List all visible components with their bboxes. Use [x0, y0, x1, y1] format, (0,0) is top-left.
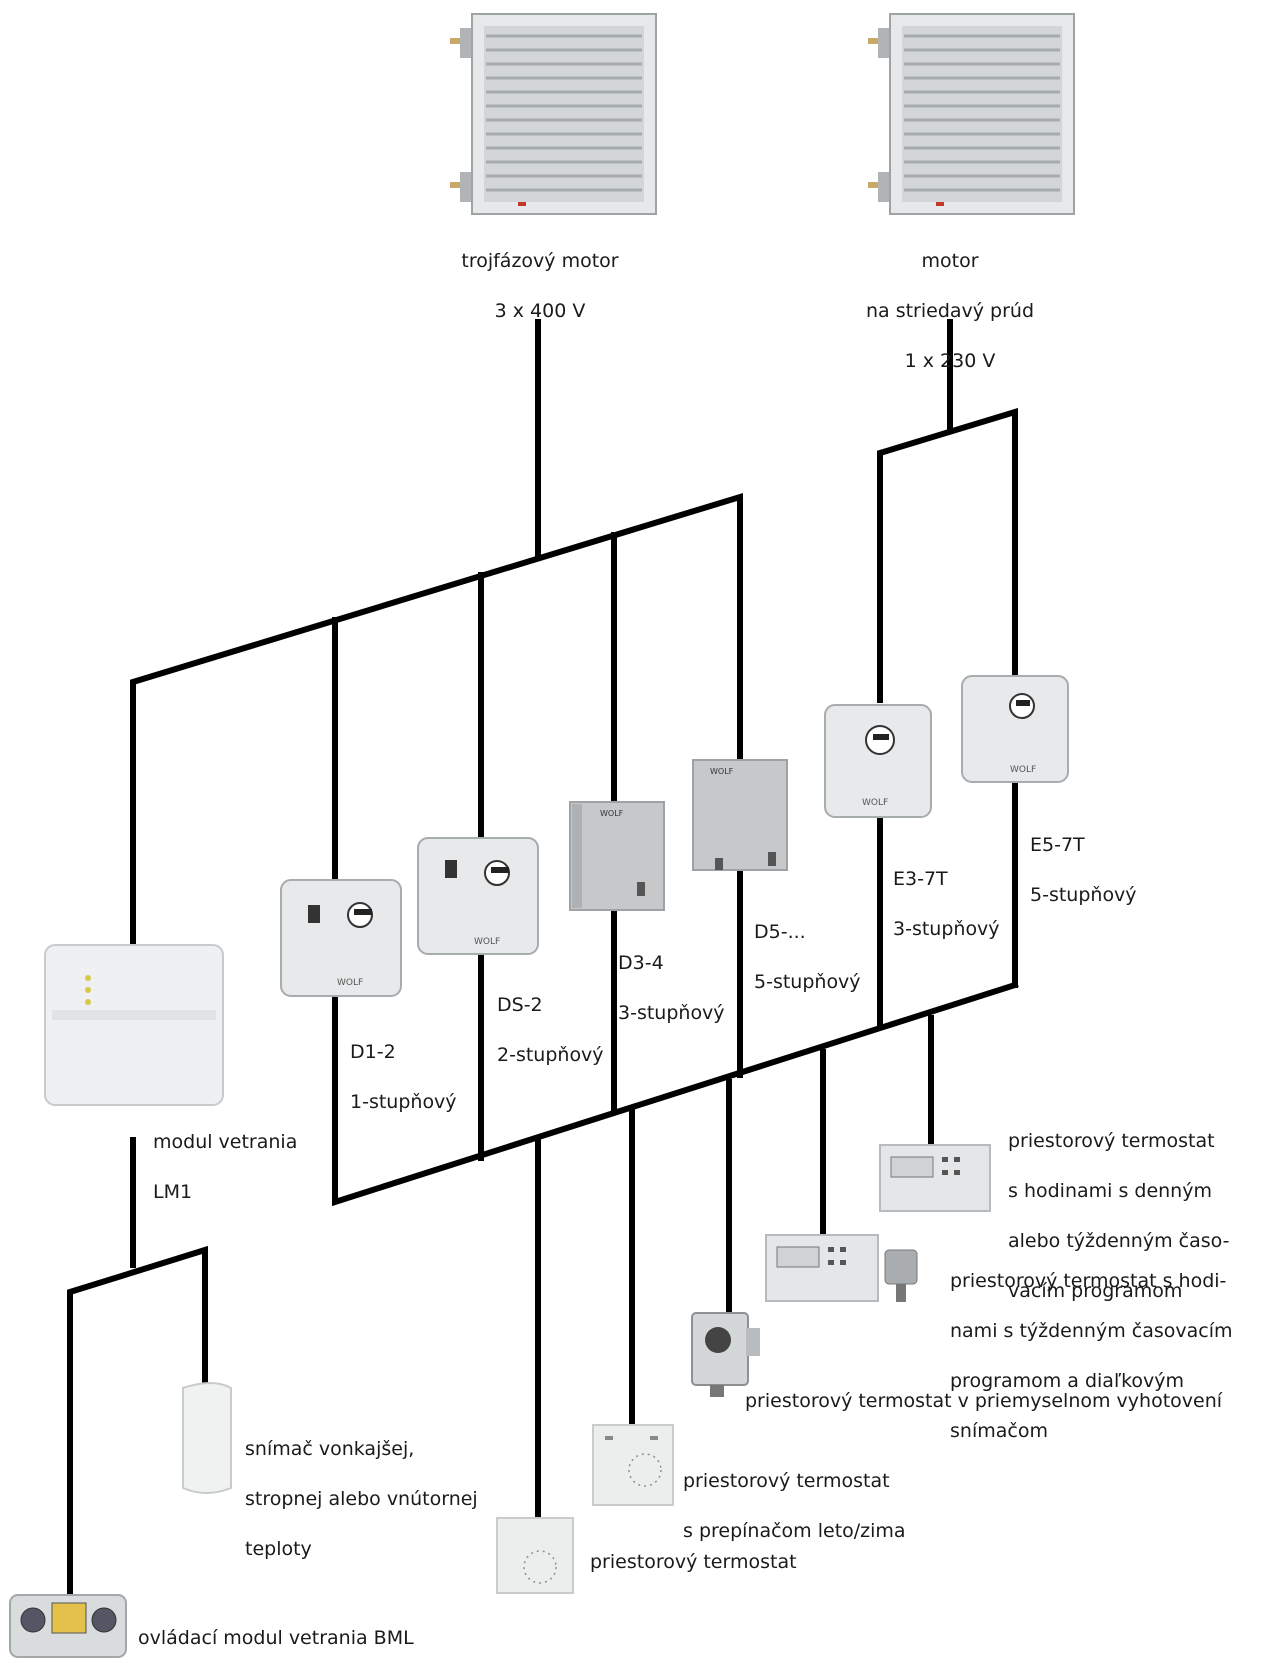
thermostat-clock-line1: priestorový termostat [1008, 1130, 1215, 1152]
thermostat-switch-line2: s prepínačom leto/zima [683, 1520, 906, 1542]
d5-label: D5-... 5-stupňový [754, 895, 861, 1020]
lm1-module-device [44, 944, 224, 1106]
d12-name: D1-2 [350, 1041, 396, 1063]
e57t-name: E5-7T [1030, 834, 1085, 856]
d5-stages: 5-stupňový [754, 971, 861, 993]
heater-three-phase [450, 13, 657, 215]
thermostat-clock-line2: s hodinami s denným [1008, 1180, 1212, 1202]
sensor-device [182, 1382, 232, 1494]
lm1-label: modul vetrania LM1 [153, 1105, 297, 1230]
lm1-line1: modul vetrania [153, 1131, 298, 1153]
d34-controller-device: WOLF [569, 801, 665, 911]
thermostat-switch-line1: priestorový termostat [683, 1470, 890, 1492]
d12-controller-device: WOLF [280, 879, 402, 997]
thermostat-clock-device [879, 1144, 991, 1212]
thermostat-clock-line3: alebo týždenným časo- [1008, 1230, 1230, 1252]
three-phase-motor-label: trojfázový motor 3 x 400 V [425, 224, 655, 349]
e37t-stages: 3-stupňový [893, 918, 1000, 940]
svg-text:WOLF: WOLF [600, 809, 624, 818]
svg-text:WOLF: WOLF [474, 937, 500, 947]
thermostat-weekly-line4: snímačom [950, 1420, 1048, 1442]
single-phase-motor-line2: na striedavý prúd [865, 300, 1035, 322]
thermostat-label: priestorový termostat [590, 1551, 797, 1573]
d34-name: D3-4 [618, 952, 664, 974]
thermostat-industrial-label: priestorový termostat v priemyselnom vyh… [745, 1390, 1223, 1412]
e57t-label: E5-7T 5-stupňový [1030, 808, 1137, 933]
thermostat-weekly-line2: nami s týždenným časovacím [950, 1320, 1233, 1342]
svg-text:WOLF: WOLF [1010, 765, 1036, 775]
thermostat-weekly-remote-label: priestorový termostat s hodi- nami s týž… [950, 1244, 1232, 1469]
d34-label: D3-4 3-stupňový [618, 926, 725, 1051]
three-phase-motor-line1: trojfázový motor [461, 250, 619, 272]
sensor-line1: snímač vonkajšej, [245, 1438, 415, 1460]
e57t-controller-device: WOLF [961, 675, 1069, 783]
single-phase-motor-label: motor na striedavý prúd 1 x 230 V [835, 224, 1065, 399]
ds2-controller-device: WOLF [417, 837, 539, 955]
bml-label: ovládací modul vetrania BML [138, 1627, 414, 1649]
sensor-line3: teploty [245, 1538, 312, 1560]
thermostat-industrial-device [691, 1312, 760, 1397]
single-phase-motor-line1: motor [921, 250, 979, 272]
ds2-stages: 2-stupňový [497, 1044, 604, 1066]
thermostat-switch-device [592, 1424, 674, 1506]
sensor-label: snímač vonkajšej, stropnej alebo vnútorn… [245, 1412, 478, 1587]
thermostat-device [496, 1517, 574, 1594]
svg-text:WOLF: WOLF [862, 798, 888, 808]
e37t-controller-device: WOLF [824, 704, 932, 818]
lm1-line2: LM1 [153, 1181, 193, 1203]
e57t-stages: 5-stupňový [1030, 884, 1137, 906]
svg-text:WOLF: WOLF [337, 978, 363, 988]
thermostat-weekly-line3: programom a diaľkovým [950, 1370, 1185, 1392]
sensor-line2: stropnej alebo vnútornej [245, 1488, 478, 1510]
thermostat-weekly-device [765, 1234, 918, 1302]
three-phase-motor-line2: 3 x 400 V [494, 300, 586, 322]
thermostat-switch-label: priestorový termostat s prepínačom leto/… [683, 1444, 906, 1569]
svg-text:WOLF: WOLF [710, 767, 734, 776]
single-phase-motor-line3: 1 x 230 V [904, 350, 996, 372]
e37t-name: E3-7T [893, 868, 948, 890]
d34-stages: 3-stupňový [618, 1002, 725, 1024]
ds2-name: DS-2 [497, 994, 543, 1016]
d5-name: D5-... [754, 921, 806, 943]
thermostat-clock-line4: vacím programom [1008, 1280, 1183, 1302]
d12-label: D1-2 1-stupňový [350, 1015, 457, 1140]
bml-device [9, 1594, 127, 1658]
thermostat-clock-label: priestorový termostat s hodinami s denný… [1008, 1104, 1229, 1329]
heater-single-phase [868, 13, 1075, 215]
e37t-label: E3-7T 3-stupňový [893, 842, 1000, 967]
d5-controller-device: WOLF [692, 759, 788, 871]
ds2-label: DS-2 2-stupňový [497, 968, 604, 1093]
wire-lm1-branch [67, 1245, 208, 1608]
thermostat-weekly-line1: priestorový termostat s hodi- [950, 1270, 1227, 1292]
d12-stages: 1-stupňový [350, 1091, 457, 1113]
